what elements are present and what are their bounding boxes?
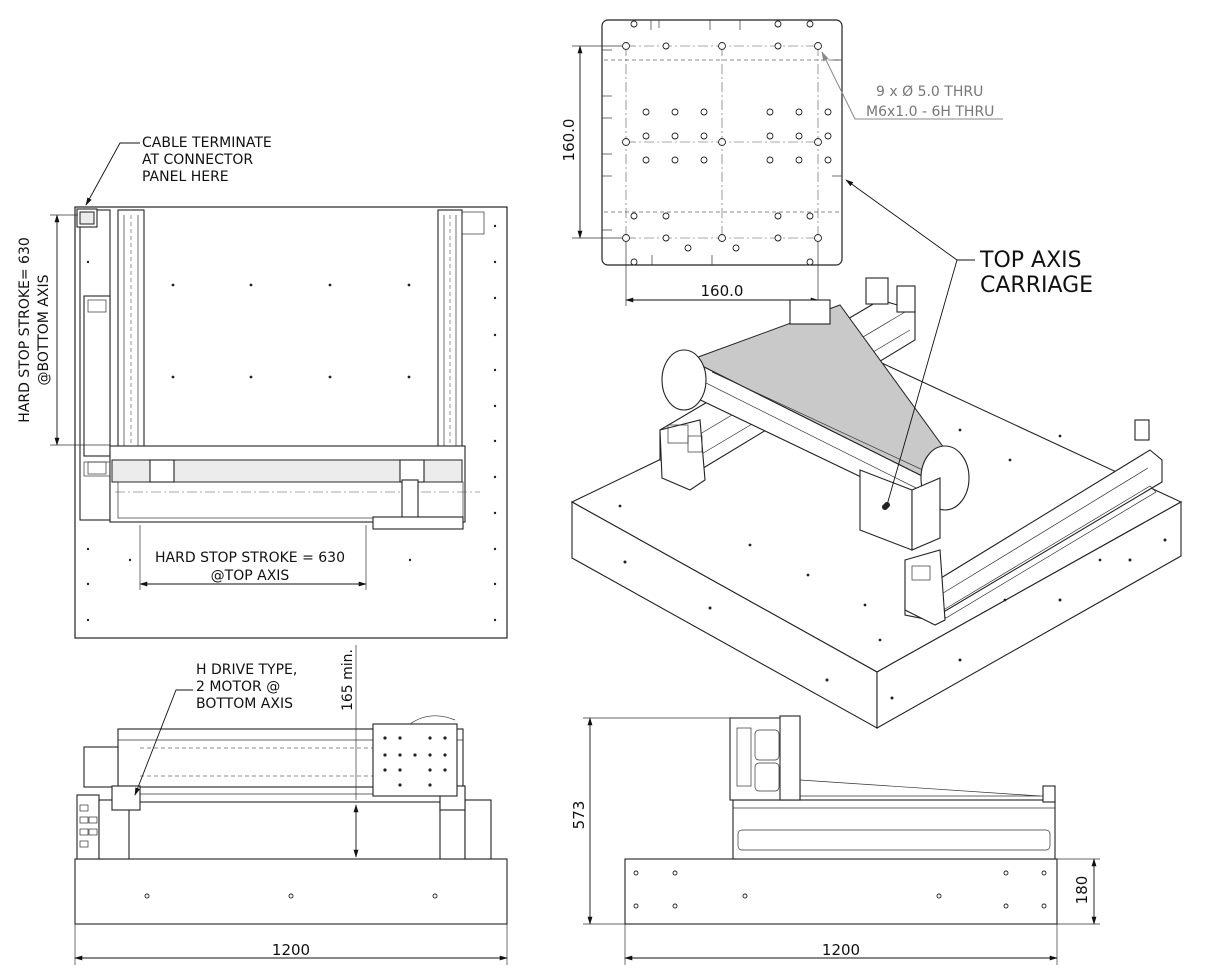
hole-note-leader [821,51,1003,120]
top-axis-carriage-line2: CARRIAGE [980,273,1093,298]
isometric-view: TOP AXIS CARRIAGE [570,179,1183,729]
side-rail [732,799,1056,860]
carriage-holes [622,20,832,266]
hard-stop-top-line1: HARD STOP STROKE = 630 [155,550,345,566]
iso-left-upright [659,419,706,491]
min-height-label: 165 min. [340,649,356,711]
iso-base-holes [618,428,1167,700]
side-width-label: 1200 [822,941,860,959]
side-view: 573 180 1200 [570,715,1100,965]
base-height-label: 180 [1073,876,1091,905]
front-view: 165 min. H DRIVE TYPE, 2 MOTOR @ BOTTOM … [74,645,508,965]
overall-height-label: 573 [570,801,588,830]
hard-stop-bottom-line1: HARD STOP STROKE= 630 [17,237,33,423]
hole-note-line2: M6x1.0 - 6H THRU [866,104,994,120]
cable-note-line3: PANEL HERE [142,169,229,185]
carriage-slots [602,20,842,265]
h-drive-leader [134,689,193,796]
iso-motor-left [661,349,707,411]
carriage-detail: 160.0 160.0 9 x Ø 5.0 THRU M6x1.0 - 6H T… [560,19,1003,306]
top-axis-carriage-line1: TOP AXIS [979,248,1082,273]
top-view-holes [86,224,497,622]
hard-stop-bottom-line2: @BOTTOM AXIS [36,274,52,385]
side-base [624,858,1058,925]
h-drive-line3: BOTTOM AXIS [196,696,293,712]
iso-right-upright [904,549,946,626]
carriage-leader-upper [845,179,975,261]
left-motor [83,295,111,457]
top-view-base-outline [74,206,508,639]
h-drive-line1: H DRIVE TYPE, [196,662,297,678]
hole-note-line1: 9 x Ø 5.0 THRU [876,84,983,100]
top-view: HARD STOP STROKE= 630 @BOTTOM AXIS HARD … [17,135,508,639]
front-connector-panel [79,804,98,848]
hard-stop-top-line2: @TOP AXIS [211,568,290,584]
iso-base-side [876,501,1182,729]
front-carriage [372,723,458,797]
cable-leader [85,142,140,206]
carriage-width-label: 160.0 [701,282,744,300]
front-carriage-holes [383,736,447,787]
front-width-label: 1200 [272,941,310,959]
carriage-leader-lower [886,259,958,506]
front-base [74,858,508,925]
h-drive-line2: 2 MOTOR @ [196,679,280,695]
carriage-height-label: 160.0 [560,119,578,162]
cable-note-line2: AT CONNECTOR [142,152,253,168]
carriage-plate-outline [601,19,843,266]
cable-note-line1: CABLE TERMINATE [142,135,272,151]
